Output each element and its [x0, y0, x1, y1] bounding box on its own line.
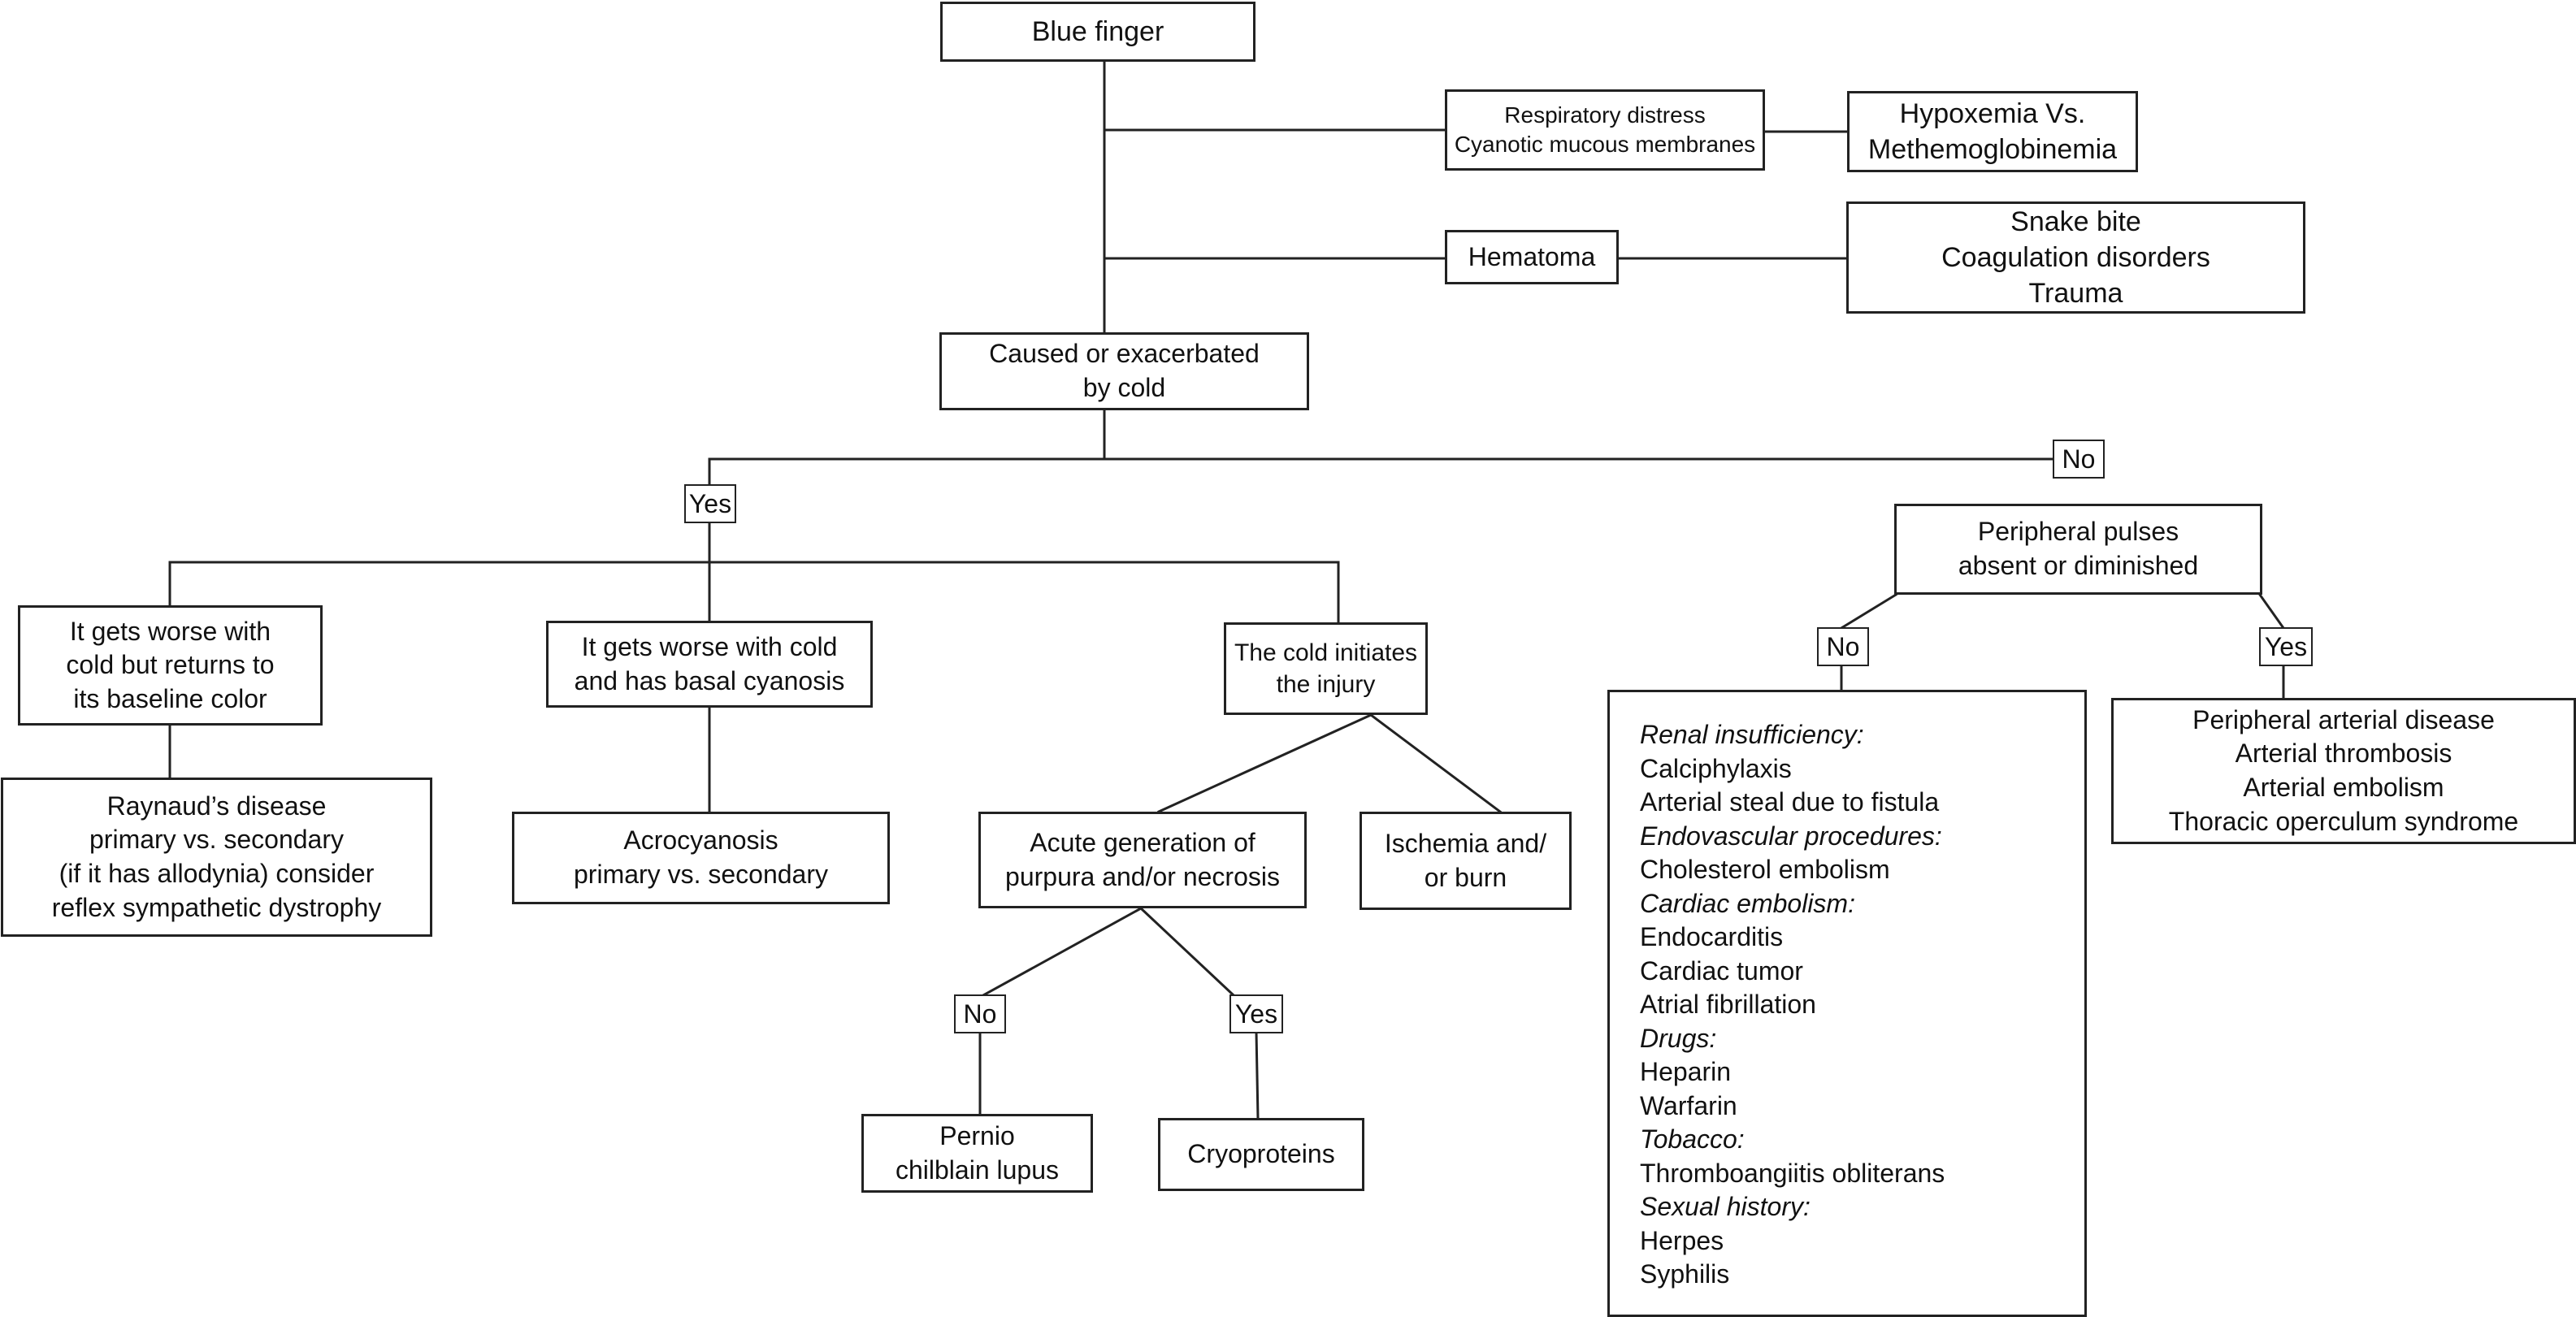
list-item: Syphilis — [1640, 1259, 1730, 1289]
list-item-category: Tobacco: — [1640, 1124, 1745, 1154]
list-item: Calciphylaxis — [1640, 753, 1792, 783]
list-item-category: Renal insufficiency: — [1640, 720, 1864, 749]
list-item: Thromboangiitis obliterans — [1640, 1158, 1945, 1188]
label-no-pulses: No — [1817, 627, 1869, 666]
list-item: Herpes — [1640, 1225, 1724, 1255]
node-pernio: Pernio chilblain lupus — [861, 1114, 1093, 1193]
node-cold-initiates: The cold initiates the injury — [1224, 622, 1428, 715]
node-cryoproteins: Cryoproteins — [1158, 1118, 1364, 1191]
list-item: Cholesterol embolism — [1640, 855, 1890, 884]
node-acrocyanosis: Acrocyanosis primary vs. secondary — [512, 812, 890, 904]
node-hematoma: Hematoma — [1445, 230, 1619, 284]
node-acute-purpura: Acute generation of purpura and/or necro… — [978, 812, 1307, 908]
label-yes-pulses: Yes — [2259, 627, 2313, 666]
node-peripheral-pulses: Peripheral pulses absent or diminished — [1894, 504, 2262, 595]
label-no-cold: No — [2053, 440, 2105, 479]
label-no-purpura: No — [954, 994, 1006, 1033]
node-blue-finger: Blue finger — [940, 2, 1255, 62]
node-ischemia-burn: Ischemia and/ or burn — [1360, 812, 1572, 910]
node-worse-returns: It gets worse with cold but returns to i… — [18, 605, 323, 726]
node-respiratory-distress: Respiratory distress Cyanotic mucous mem… — [1445, 89, 1765, 171]
list-item-category: Drugs: — [1640, 1023, 1717, 1053]
cause-list-box: Renal insufficiency: Calciphylaxis Arter… — [1607, 690, 2087, 1317]
list-item: Arterial steal due to fistula — [1640, 787, 1940, 817]
node-arterial-list: Peripheral arterial disease Arterial thr… — [2111, 698, 2576, 844]
list-item: Warfarin — [1640, 1090, 1737, 1120]
list-item: Cardiac tumor — [1640, 955, 1803, 986]
label-yes-cold: Yes — [684, 484, 736, 523]
list-item: Atrial fibrillation — [1640, 990, 1816, 1019]
node-hypoxemia: Hypoxemia Vs. Methemoglobinemia — [1847, 91, 2138, 172]
list-item-category: Endovascular procedures: — [1640, 821, 1942, 851]
node-worse-basal: It gets worse with cold and has basal cy… — [546, 621, 873, 708]
list-item-category: Cardiac embolism: — [1640, 888, 1855, 918]
label-yes-purpura: Yes — [1229, 994, 1283, 1033]
node-caused-by-cold: Caused or exacerbated by cold — [939, 332, 1309, 410]
list-item-category: Sexual history: — [1640, 1192, 1811, 1221]
list-item: Heparin — [1640, 1057, 1732, 1086]
list-item: Endocarditis — [1640, 922, 1784, 951]
node-raynaud: Raynaud’s disease primary vs. secondary … — [1, 778, 432, 937]
node-snake-bite: Snake bite Coagulation disorders Trauma — [1846, 201, 2305, 314]
